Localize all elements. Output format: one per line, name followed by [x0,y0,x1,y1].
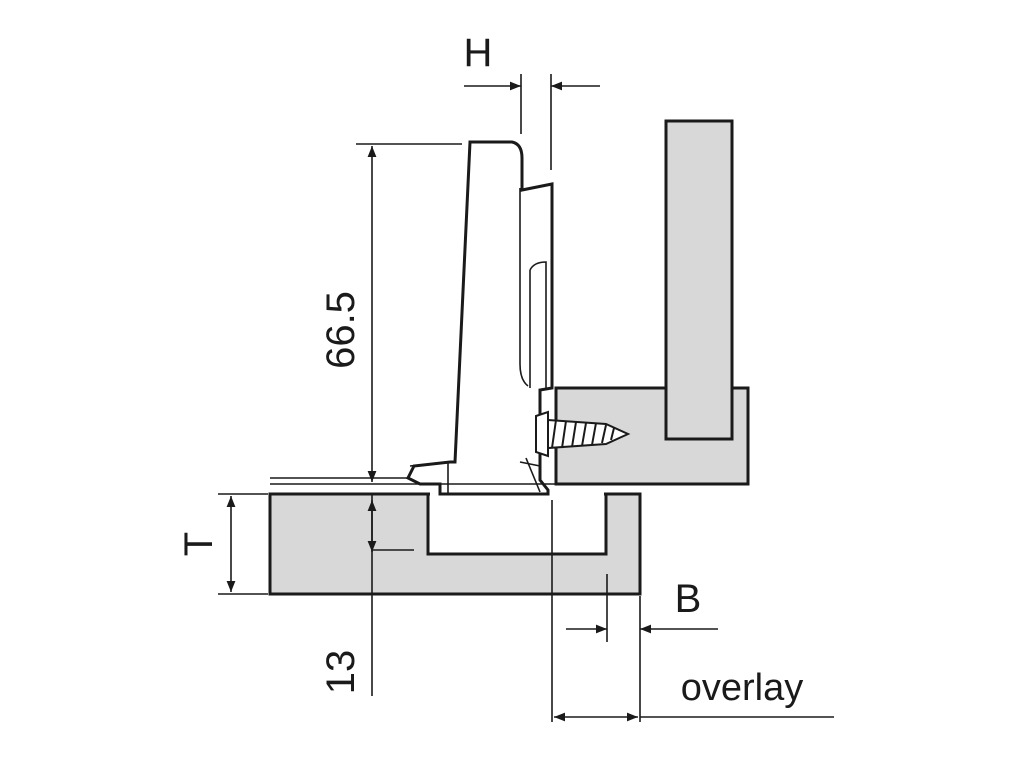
screw-icon [535,410,631,458]
dim-hinge-height-label: 66.5 [319,291,363,369]
hinge-arm [405,140,554,496]
dim-cup-offset-label: 13 [319,650,363,695]
dim-gap-label: H [464,31,493,75]
dim-door-thickness-label: T [177,532,221,556]
cabinet-side-panel-front [664,119,734,441]
hinge-cup-recess [426,492,608,556]
dim-boring-distance-label: B [675,577,702,621]
hinge-arm-detail [519,188,529,387]
dim-overlay-label: overlay [681,667,804,709]
